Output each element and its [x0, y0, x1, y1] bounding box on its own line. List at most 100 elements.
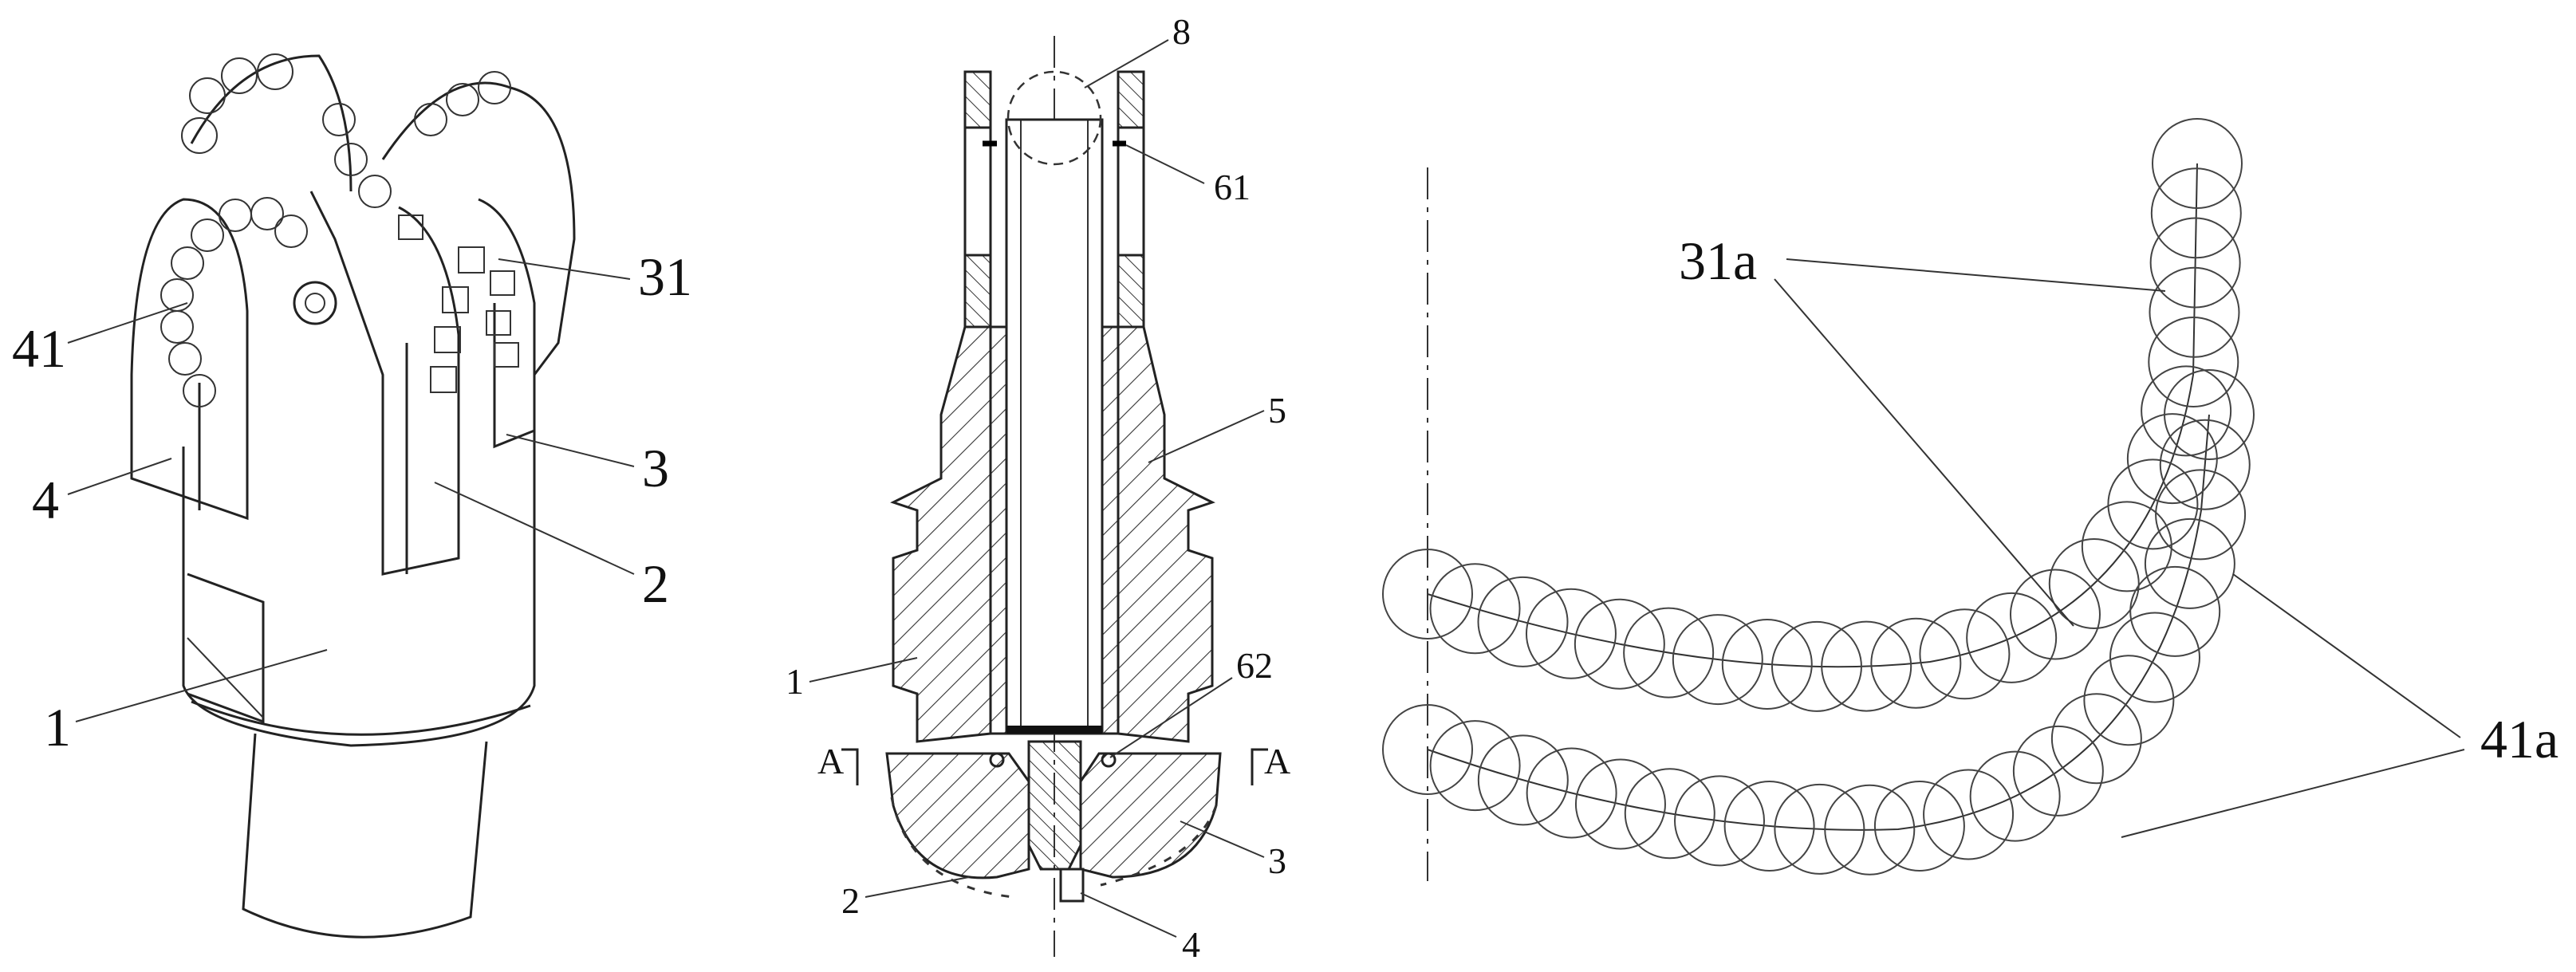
nozzle-inner [305, 293, 325, 313]
cutter-circles-41a [1382, 369, 2255, 876]
inner-tube [1005, 118, 1104, 735]
cutter-circle-41a-11 [1873, 780, 1965, 872]
top-collar-right [1117, 70, 1145, 129]
body-ring [191, 700, 531, 736]
label-2: 2 [642, 553, 669, 614]
leader-31 [498, 258, 631, 280]
label-A-right: A [1264, 741, 1290, 781]
cutters-top [181, 53, 511, 208]
cutter-circle-31a-2 [1429, 563, 1521, 655]
cutter-circle-31a-20 [2148, 316, 2239, 407]
cutter-circle-31a-22 [2149, 217, 2241, 309]
leader-1-mid [809, 657, 918, 683]
leader-3-mid [1180, 820, 1265, 858]
cutter-circle-41a-17 [2109, 612, 2200, 703]
leader-61 [1125, 144, 1205, 184]
cutter-circle-31a-17 [2107, 458, 2199, 550]
label-3: 3 [642, 438, 669, 498]
label-4: 4 [32, 470, 59, 530]
bit-body [182, 431, 536, 747]
detail-circle-8 [1006, 70, 1102, 166]
cutter-circle-41a-18 [2129, 565, 2221, 657]
cutter-circle-41a-22 [2164, 369, 2255, 460]
body-5-right [1117, 325, 1215, 743]
cutter-circle-31a-7 [1672, 614, 1763, 706]
cutter-circle-31a-19 [2141, 365, 2232, 457]
leader-2-mid [865, 876, 970, 898]
leader-8 [1084, 39, 1169, 89]
cutter-circle-31a-5 [1574, 598, 1665, 690]
cutter-circle-31a-24 [2152, 118, 2243, 209]
label-31a: 31a [1679, 230, 1757, 291]
cutter-circle-41a-13 [1969, 750, 2061, 842]
body-5-inner-left [989, 325, 1008, 735]
cutter-circle-31a-12 [1919, 608, 2011, 700]
label-4-mid: 4 [1182, 924, 1200, 965]
cutter-circle-31a-16 [2081, 501, 2172, 592]
cutter-circle-31a-9 [1771, 620, 1862, 712]
leader-5 [1148, 410, 1265, 463]
leader-31a-1 [1786, 258, 2166, 292]
label-41a: 41a [2480, 709, 2558, 769]
cutter-circle-31a-4 [1525, 588, 1617, 679]
label-61: 61 [1214, 167, 1251, 207]
drill-bit-perspective-view: 41 31 4 3 2 1 [12, 53, 692, 939]
cutter-circle-31a-10 [1821, 620, 1912, 712]
cutter-circle-31a-1 [1382, 549, 1473, 639]
back-blade [381, 81, 576, 376]
label-2-mid: 2 [841, 880, 860, 921]
cutter-profile-2 [890, 797, 1014, 899]
cutter-profile-3 [1100, 805, 1218, 887]
cutter-circle-31a-15 [2048, 538, 2140, 630]
label-A-left: A [817, 741, 844, 781]
top-collar-left [963, 70, 992, 129]
cutter-circle-41a-16 [2083, 655, 2175, 746]
cutter-circle-31a-14 [2009, 569, 2101, 660]
cutter-circle-31a-8 [1721, 618, 1813, 710]
body-5-left [890, 325, 992, 743]
crown-left [885, 752, 1030, 880]
label-31: 31 [638, 246, 692, 307]
blade-4 [130, 198, 249, 521]
pad-edge [187, 637, 264, 718]
cutter-circle-31a-21 [2149, 266, 2240, 358]
cutter-layout-profile: 31a 41a [1382, 118, 2558, 881]
profile-curve-31a [1427, 163, 2198, 668]
part-4-outline [1059, 868, 1085, 903]
label-1: 1 [44, 697, 71, 758]
back-blade-2 [190, 54, 353, 192]
nozzle-body [1027, 740, 1082, 871]
leader-31a-2 [1774, 278, 2074, 627]
gauge-pad-1 [187, 573, 265, 724]
body-5-inner-right [1101, 325, 1120, 735]
label-1-mid: 1 [786, 661, 804, 702]
cutter-circle-41a-20 [2155, 469, 2247, 561]
cutter-circle-41a-9 [1774, 783, 1865, 875]
label-41: 41 [12, 318, 66, 379]
leader-3 [506, 434, 635, 467]
cutter-circle-41a-19 [2144, 517, 2235, 609]
plug-62 [1006, 726, 1102, 734]
cutter-circle-41a-7 [1674, 775, 1766, 867]
cutter-circle-31a-11 [1870, 617, 1962, 709]
cutter-circle-41a-1 [1382, 704, 1473, 795]
profile-curve-41a [1427, 414, 2210, 831]
cutter-circle-31a-23 [2150, 167, 2242, 259]
cutter-circle-41a-21 [2159, 419, 2251, 510]
cutter-circle-41a-2 [1429, 720, 1521, 812]
cutter-circle-41a-4 [1526, 747, 1617, 839]
cutter-circles-31a [1382, 118, 2243, 712]
section-mark-right [1251, 748, 1268, 785]
cutter-circle-41a-15 [2050, 693, 2142, 785]
cutter-circle-41a-12 [1923, 769, 2015, 860]
nozzle [293, 281, 337, 325]
cutter-circle-41a-8 [1723, 781, 1815, 872]
cutter-circle-31a-6 [1623, 607, 1715, 699]
cutter-circle-41a-3 [1477, 734, 1569, 826]
cutters-41 [160, 197, 308, 407]
cutters-31 [398, 214, 519, 393]
leader-41 [67, 302, 188, 344]
cutter-circle-31a-13 [1966, 592, 2058, 683]
leader-41a-1 [2232, 573, 2461, 738]
